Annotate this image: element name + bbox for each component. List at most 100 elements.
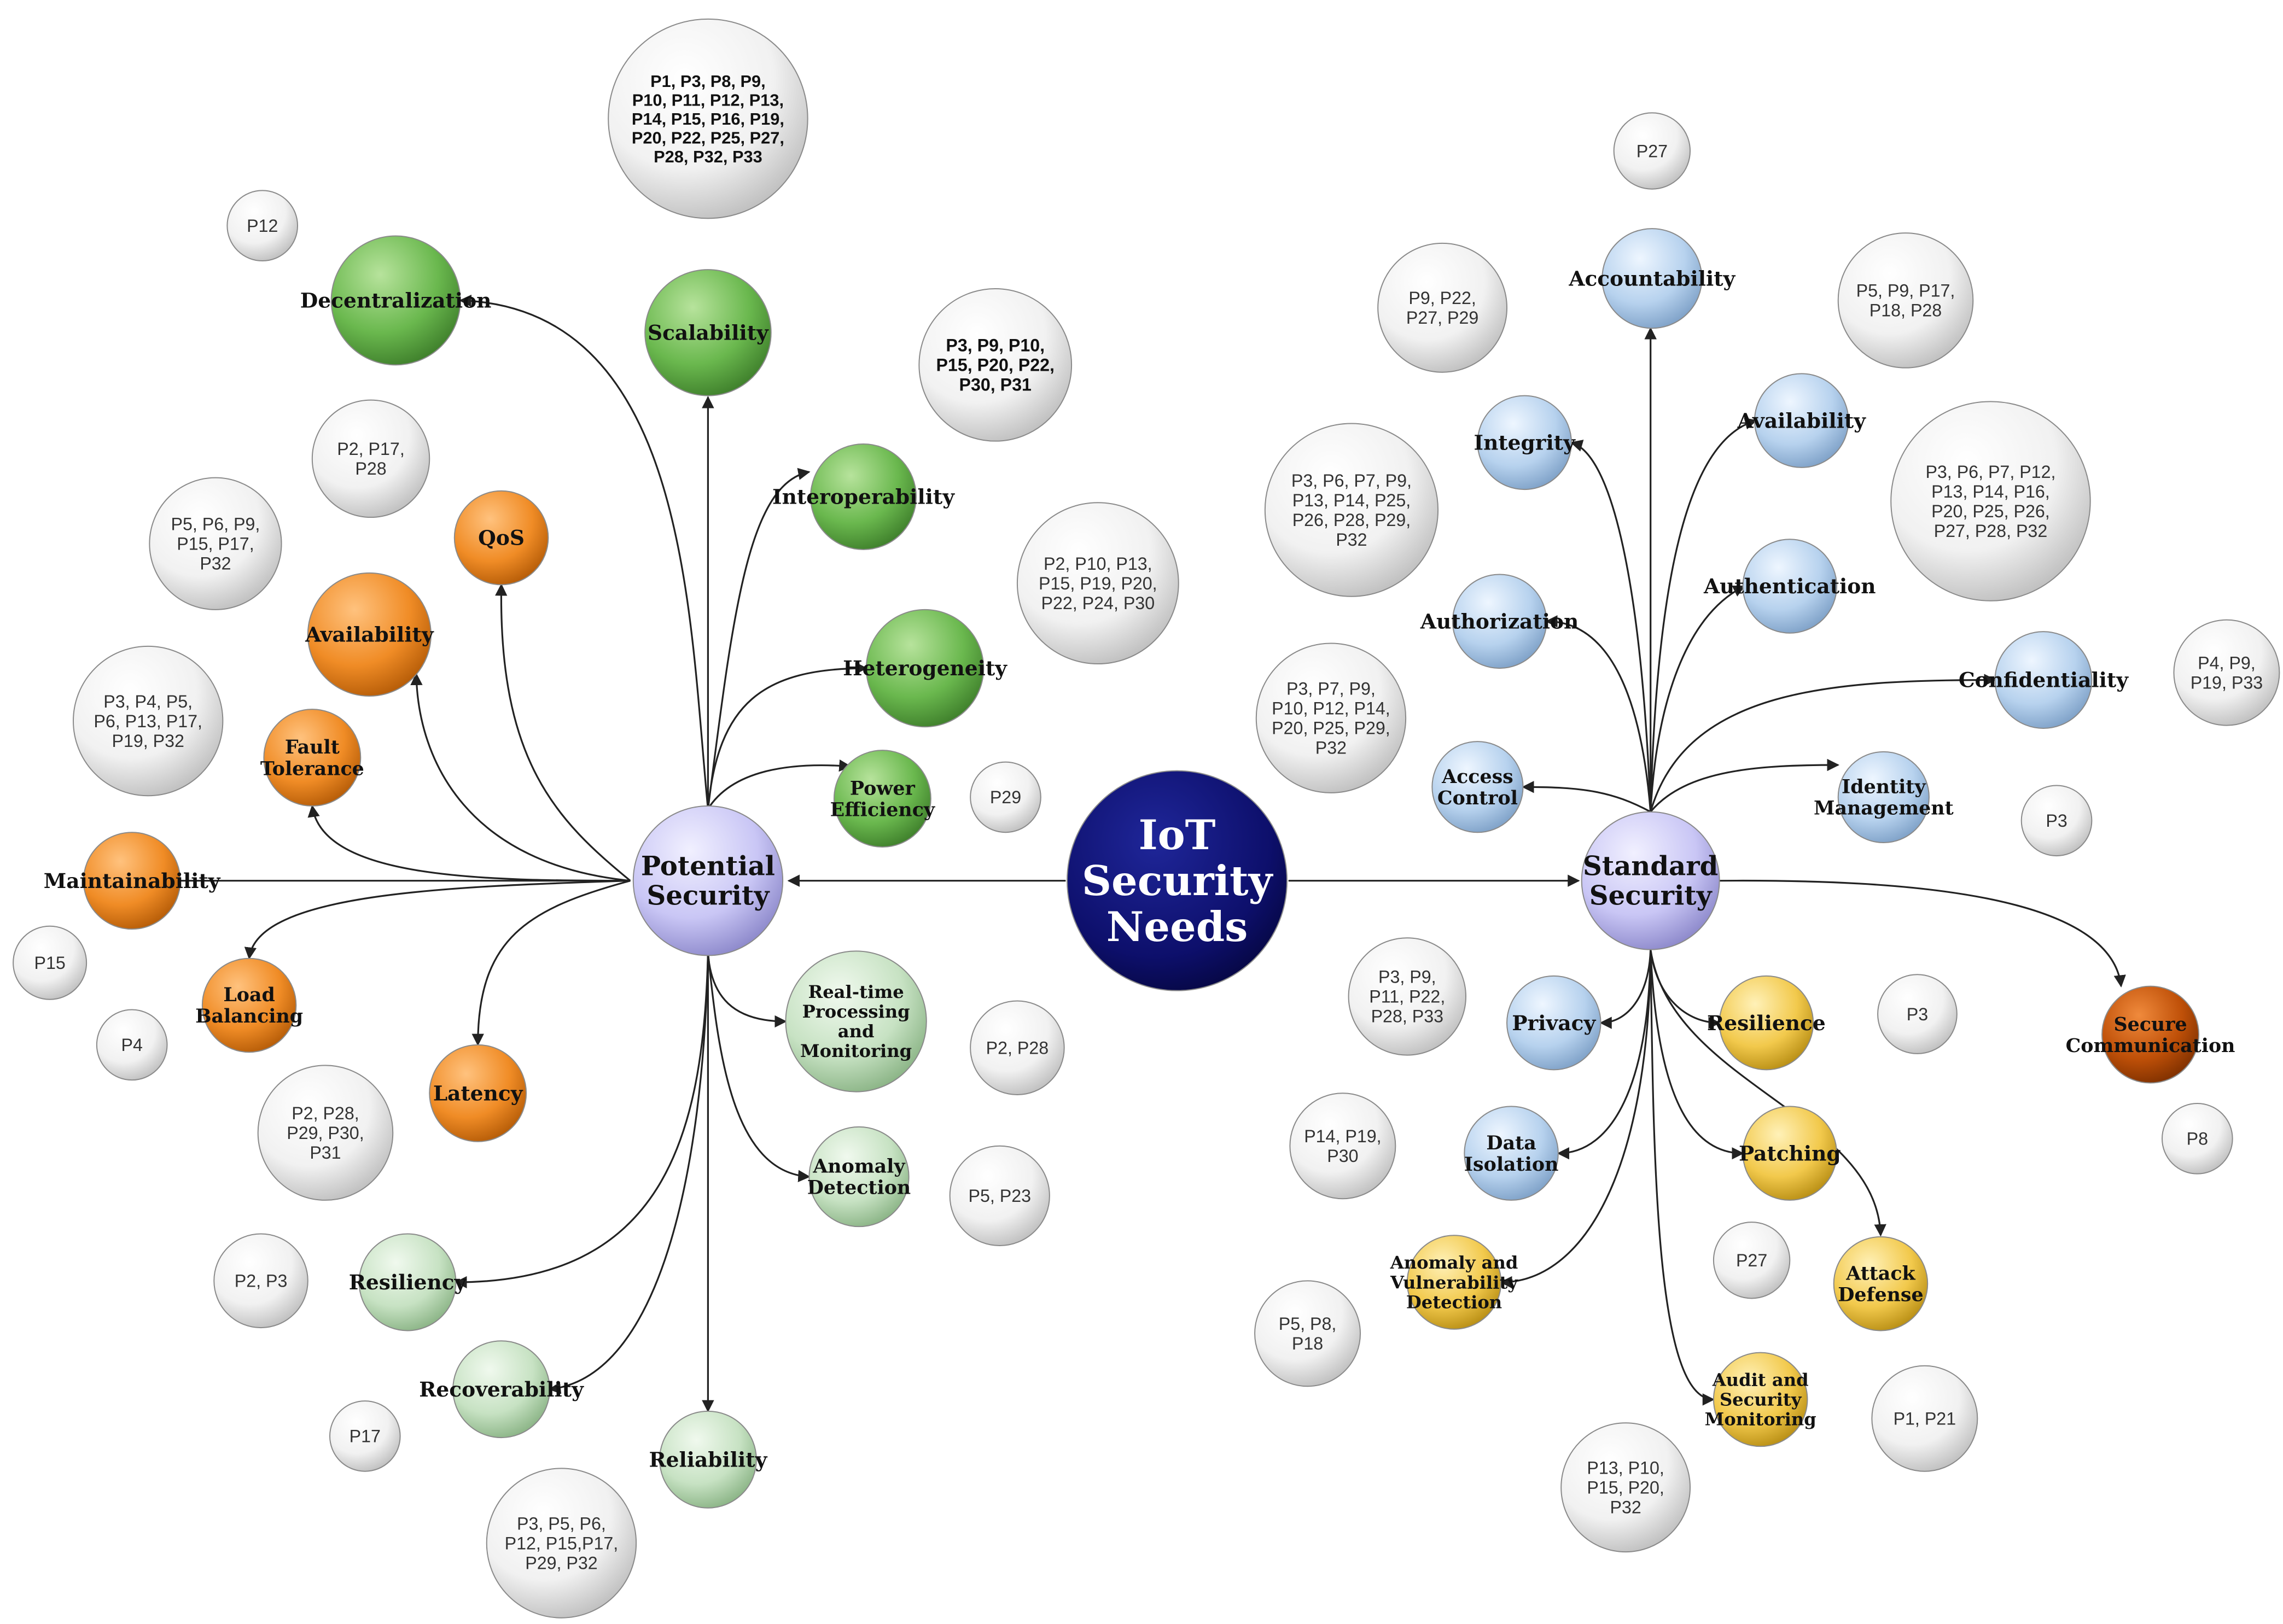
node-resiliency-label: Resiliency — [349, 1270, 467, 1294]
node-identity-management-bubble — [1837, 751, 1930, 844]
node-patching-bubble — [1742, 1106, 1838, 1201]
node-availability-s-label: Availability — [1737, 408, 1866, 433]
ref-authentication-label: P3, P6, P7, P12,P13, P14, P16,P20, P25, … — [1925, 462, 2055, 541]
node-real-time-bubble — [785, 950, 927, 1093]
node-integrity-label: Integrity — [1474, 431, 1576, 455]
node-privacy-label: Privacy — [1512, 1011, 1596, 1035]
ref-secure-communication-bubble — [2162, 1103, 2233, 1175]
node-access-control-bubble — [1431, 741, 1524, 833]
node-authentication-bubble — [1742, 539, 1838, 634]
node-data-isolation-bubble — [1464, 1106, 1559, 1201]
ref-anomaly-vulnerability-bubble — [1254, 1280, 1361, 1387]
edge-to-decentralization — [459, 294, 709, 809]
node-reliability-label: Reliability — [649, 1447, 767, 1471]
node-availability-p-label: Availability — [305, 623, 434, 647]
ref-confidentiality-bubble — [2173, 619, 2280, 726]
edge-to-audit-monitoring — [1650, 949, 1715, 1406]
node-maintainability-label: Maintainability — [44, 869, 221, 893]
edge-to-interoperability — [707, 468, 811, 809]
node-authentication-label: Authentication — [1703, 574, 1876, 598]
node-interoperability-bubble — [810, 443, 917, 551]
ref-identity-management-bubble — [2020, 785, 2093, 857]
ref-authorization-label: P3, P6, P7, P9,P13, P14, P25,P26, P28, P… — [1291, 471, 1412, 550]
ref-resilience-label: P3 — [1907, 1004, 1928, 1024]
ref-resiliency-bubble — [213, 1233, 308, 1329]
ref-integrity-bubble — [1377, 242, 1508, 373]
ref-heterogeneity-bubble — [1016, 502, 1179, 665]
node-latency-label: Latency — [433, 1081, 523, 1105]
ref-recoverability-bubble — [329, 1400, 401, 1472]
ref-resiliency-label: P2, P3 — [235, 1271, 288, 1291]
ref-audit-monitoring-bubble — [1871, 1365, 1978, 1472]
node-availability-s-bubble — [1754, 373, 1849, 468]
node-maintainability-bubble — [83, 832, 181, 930]
ref-identity-management-label: P3 — [2046, 811, 2067, 831]
ref-accountability-label: P27 — [1636, 141, 1668, 161]
edge-to-real-time — [707, 952, 787, 1028]
ref-anomaly-detection-label: P5, P23 — [968, 1186, 1031, 1206]
edge-to-identity-management — [1650, 758, 1839, 813]
ref-data-isolation-bubble — [1289, 1093, 1396, 1200]
node-recoverability-label: Recoverability — [419, 1377, 584, 1401]
node-accountability-label: Accountability — [1568, 266, 1735, 290]
node-authorization-bubble — [1452, 574, 1547, 669]
ref-latency-bubble — [257, 1065, 394, 1201]
ref-scalability-label: P1, P3, P8, P9,P10, P11, P12, P13,P14, P… — [632, 72, 784, 166]
node-decentralization-bubble — [330, 235, 461, 366]
node-integrity-bubble — [1477, 395, 1572, 490]
edge-to-availability-p — [410, 673, 631, 882]
node-scalability-label: Scalability — [648, 321, 769, 345]
ref-availability-p-bubble — [149, 477, 282, 610]
edge-to-authorization — [1545, 615, 1652, 812]
ref-real-time-label: P2, P28 — [986, 1038, 1049, 1058]
ref-availability-s-bubble — [1837, 232, 1974, 369]
edge-to-resiliency — [455, 952, 709, 1289]
node-recoverability-bubble — [452, 1340, 550, 1439]
ref-authorization-bubble — [1264, 423, 1439, 597]
node-attack-defense-bubble — [1833, 1236, 1929, 1331]
node-authorization-label: Authorization — [1420, 610, 1579, 634]
node-heterogeneity-label: Heterogeneity — [843, 656, 1007, 680]
node-latency-bubble — [429, 1044, 527, 1142]
ref-real-time-bubble — [970, 1000, 1065, 1095]
ref-load-balancing-label: P4 — [121, 1035, 143, 1055]
edge-to-patching — [1650, 949, 1744, 1160]
ref-privacy-bubble — [1348, 937, 1467, 1056]
ref-authentication-bubble — [1890, 401, 2091, 601]
node-availability-p-bubble — [307, 572, 432, 697]
edge-to-data-isolation — [1557, 949, 1652, 1160]
node-qos-bubble — [453, 490, 549, 586]
ref-confidentiality-label: P4, P9,P19, P33 — [2191, 653, 2263, 692]
edge-to-privacy — [1599, 949, 1652, 1029]
ref-reliability-bubble — [486, 1468, 637, 1619]
node-confidentiality-label: Confidentiality — [1959, 668, 2129, 692]
node-decentralization-label: Decentralization — [300, 289, 492, 313]
ref-audit-monitoring-label: P1, P21 — [1894, 1409, 1956, 1429]
ref-maintainability-bubble — [13, 925, 88, 1000]
ref-recoverability-label: P17 — [350, 1427, 381, 1446]
potential-security-hub — [632, 805, 784, 956]
node-heterogeneity-bubble — [865, 609, 985, 728]
edge-to-latency — [471, 880, 631, 1047]
concept-bubbles: P1, P3, P8, P9,P10, P11, P12, P13,P14, P… — [13, 18, 2280, 1619]
ref-decentralization-label: P12 — [247, 216, 278, 236]
node-power-efficiency-bubble — [833, 750, 931, 848]
ref-power-efficiency-label: P29 — [990, 787, 1021, 807]
node-fault-tolerance-bubble — [263, 709, 362, 807]
ref-qos-bubble — [311, 399, 430, 518]
edge-to-access-control — [1522, 781, 1651, 813]
ref-privacy-label: P3, P9,P11, P22,P28, P33 — [1369, 967, 1445, 1026]
ref-audit-monitoring-2-label: P13, P10,P15, P20,P32 — [1587, 1458, 1664, 1517]
ref-power-efficiency-bubble — [970, 761, 1041, 833]
edge-to-heterogeneity — [707, 662, 868, 809]
node-resilience-label: Resilience — [1707, 1011, 1826, 1035]
ref-heterogeneity-label: P2, P10, P13,P15, P19, P20,P22, P24, P30 — [1039, 554, 1157, 613]
ref-attack-defense-label: P27 — [1736, 1251, 1767, 1270]
